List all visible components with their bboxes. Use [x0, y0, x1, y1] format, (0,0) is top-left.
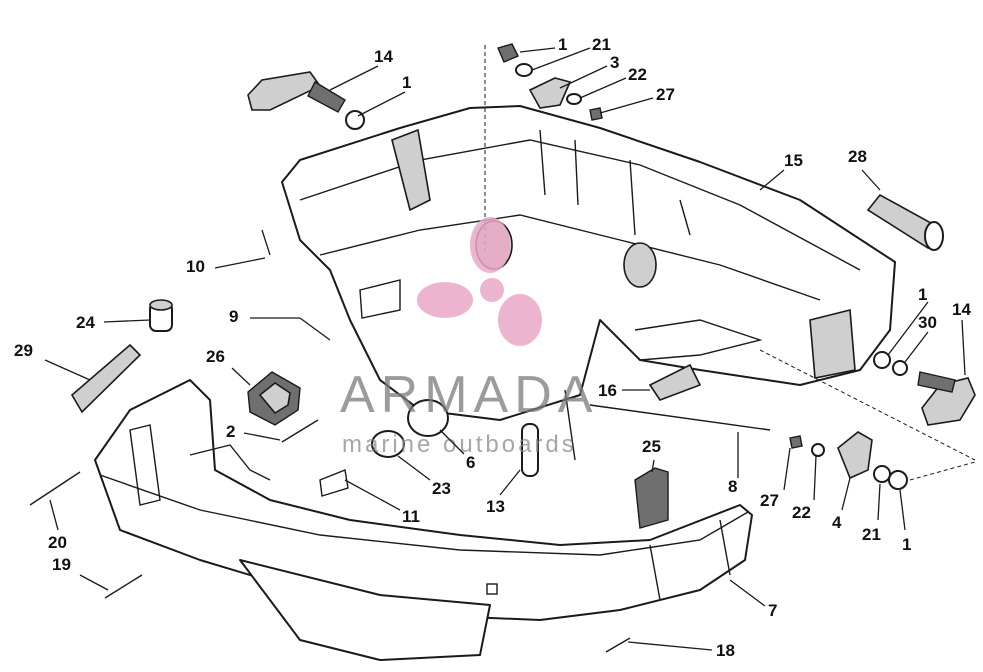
callout-label-3: 3 [610, 53, 619, 72]
callout-leader-18 [627, 641, 713, 651]
handle-part [247, 71, 346, 113]
callout-label-15: 15 [784, 151, 803, 170]
callout-leader-15 [759, 169, 785, 191]
callout-leader-14 [329, 65, 379, 91]
callout-label-1: 1 [918, 285, 927, 304]
callout-leader-25 [651, 459, 655, 473]
callout-label-6: 6 [466, 453, 475, 472]
callout-leader-10 [214, 257, 266, 269]
callout-leader-23 [397, 455, 431, 481]
handle-part-right [917, 371, 976, 426]
callout-leader-2 [243, 432, 281, 441]
callout-label-21: 21 [862, 525, 881, 544]
callout-label-20: 20 [48, 533, 67, 552]
callout-leader-1 [519, 47, 556, 53]
watermark-logo [417, 217, 542, 346]
callout-leader-14 [961, 319, 966, 376]
watermark-tagline: marine outboards [342, 431, 577, 458]
callout-label-10: 10 [186, 257, 205, 276]
callout-label-11: 11 [402, 507, 420, 526]
callout-leader-4 [841, 477, 851, 511]
callout-leader-27 [599, 97, 654, 114]
callout-label-9: 9 [229, 307, 238, 326]
callout-leader-21 [531, 47, 591, 71]
callout-leader-13 [499, 469, 521, 496]
callout-label-4: 4 [832, 513, 842, 532]
mount-parts [319, 363, 771, 529]
callout-label-21: 21 [592, 35, 611, 54]
callout-label-19: 19 [52, 555, 71, 574]
latch-part [789, 351, 908, 490]
callout-label-13: 13 [486, 497, 505, 516]
callout-label-30: 30 [918, 313, 937, 332]
callout-leader-27 [783, 447, 791, 491]
callout-label-8: 8 [728, 477, 737, 496]
seal-part [247, 371, 301, 426]
callout-label-22: 22 [792, 503, 811, 522]
assembly-guides [484, 45, 976, 481]
callout-leader-3 [559, 65, 608, 89]
callout-label-22: 22 [628, 65, 647, 84]
callout-label-28: 28 [848, 147, 867, 166]
callout-leader-19 [79, 574, 109, 591]
callout-leader-26 [231, 367, 251, 386]
callout-leader-20 [49, 499, 59, 531]
callout-leader-7 [729, 579, 766, 607]
callout-label-14: 14 [374, 47, 393, 66]
callout-leader-6 [439, 429, 465, 455]
callout-leader-30 [904, 331, 929, 363]
callout-label-1: 1 [902, 535, 911, 554]
callout-label-2: 2 [226, 422, 235, 441]
callout-label-1: 1 [558, 35, 567, 54]
callout-leader-21 [877, 483, 881, 521]
callout-leader-28 [861, 169, 881, 191]
callout-label-24: 24 [76, 313, 95, 332]
body-part-28 [866, 193, 944, 251]
callout-label-16: 16 [598, 381, 617, 400]
callout-label-29: 29 [14, 341, 33, 360]
callout-leader-24 [103, 319, 151, 323]
lower-cowl-part [94, 379, 753, 661]
callout-label-26: 26 [206, 347, 225, 366]
bolt-parts [29, 229, 631, 653]
callout-label-18: 18 [716, 641, 735, 660]
callout-leader-22 [813, 455, 817, 501]
callout-label-14: 14 [952, 300, 971, 319]
callout-leader-11 [344, 479, 401, 511]
grommet-part [70, 299, 173, 414]
nut-parts [345, 43, 603, 130]
callout-label-25: 25 [642, 437, 661, 456]
callout-leader-22 [579, 77, 627, 99]
callout-leader-1 [887, 301, 929, 356]
callout-label-1: 1 [402, 73, 411, 92]
callout-label-27: 27 [760, 491, 779, 510]
callout-label-7: 7 [768, 601, 777, 620]
callout-leader-1 [899, 489, 906, 531]
callout-leader-29 [44, 359, 91, 381]
watermark-brand: ARMADA [340, 366, 598, 424]
callout-leader-1 [357, 91, 406, 117]
callout-label-23: 23 [432, 479, 451, 498]
callout-label-27: 27 [656, 85, 675, 104]
